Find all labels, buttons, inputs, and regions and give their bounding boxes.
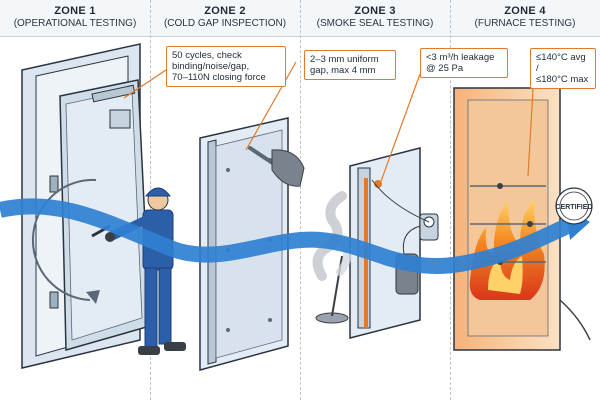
zone-3-callout-line-2: @ 25 Pa xyxy=(426,63,464,74)
zone-3-callout-line-1: <3 m³/h leakage xyxy=(426,52,495,63)
zone-3-subtitle: (SMOKE SEAL TESTING) xyxy=(316,18,434,29)
zone-3-title: ZONE 3 xyxy=(354,5,396,17)
certified-badge-icon: CERTIFIED xyxy=(555,187,593,225)
zone-1-title: ZONE 1 xyxy=(54,5,96,17)
zone-2-callout: 2–3 mm uniform gap, max 4 mm xyxy=(304,50,396,80)
callout-leader-lines xyxy=(123,61,535,185)
zone-3-header: ZONE 3 (SMOKE SEAL TESTING) xyxy=(300,0,450,37)
zone-4-subtitle: (FURNACE TESTING) xyxy=(474,18,576,29)
process-flow-arrow xyxy=(0,198,576,275)
zone-divider-3 xyxy=(450,0,451,400)
zone-2-callout-line-2: gap, max 4 mm xyxy=(310,65,376,76)
zone-2-subtitle: (COLD GAP INSPECTION) xyxy=(163,18,287,29)
zone-4-title: ZONE 4 xyxy=(504,5,546,17)
zone-divider-2 xyxy=(300,0,301,400)
zone-2-header: ZONE 2 (COLD GAP INSPECTION) xyxy=(150,0,300,37)
zone-1-callout-line-1: 50 cycles, check xyxy=(172,50,242,61)
zone-1-callout-line-2: binding/noise/gap, xyxy=(172,61,250,72)
zone-4-header: ZONE 4 (FURNACE TESTING) xyxy=(450,0,600,37)
zone-4-callout-line-1: ≤140°C avg / xyxy=(536,52,586,74)
zone-1-subtitle: (OPERATIONAL TESTING) xyxy=(13,18,137,29)
zone-4-furnace xyxy=(453,87,591,351)
badge-label: CERTIFIED xyxy=(556,204,593,211)
zone-2-title: ZONE 2 xyxy=(204,5,246,17)
zone-3-seal-assembly xyxy=(312,147,439,339)
zone-4-callout-line-2: ≤180°C max xyxy=(536,74,589,85)
zone-1-header: ZONE 1 (OPERATIONAL TESTING) xyxy=(0,0,150,37)
worker-figure xyxy=(105,187,186,355)
zone-2-callout-line-1: 2–3 mm uniform xyxy=(310,54,379,65)
zone-4-callout: ≤140°C avg / ≤180°C max xyxy=(530,48,596,89)
zone-1-callout-line-3: 70–110N closing force xyxy=(172,72,266,83)
zone-1-callout: 50 cycles, check binding/noise/gap, 70–1… xyxy=(166,46,286,87)
zone-3-callout: <3 m³/h leakage @ 25 Pa xyxy=(420,48,508,78)
